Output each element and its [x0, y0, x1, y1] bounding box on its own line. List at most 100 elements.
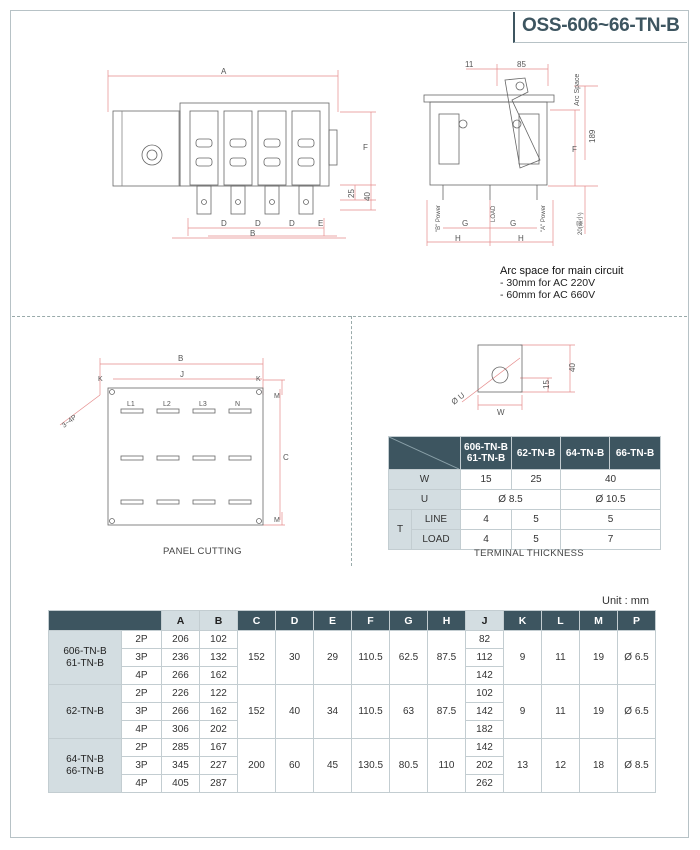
- panel-slot: [228, 455, 252, 461]
- pole-cell: 3P: [121, 648, 162, 667]
- panel-hole-label: 3~4P: [61, 414, 79, 430]
- tt-row-u-label: U: [388, 489, 461, 510]
- cell-B: 227: [199, 756, 238, 775]
- header-L: L: [541, 610, 580, 631]
- cell-F: 110.5: [351, 630, 390, 685]
- cell-B: 122: [199, 684, 238, 703]
- pole-cell: 2P: [121, 630, 162, 649]
- cell-A: 266: [161, 702, 200, 721]
- pole-cell: 3P: [121, 756, 162, 775]
- panel-slot: [120, 455, 144, 461]
- dim-D2-label: D: [255, 219, 261, 228]
- dim-D1-label: D: [221, 219, 227, 228]
- panel-dim-K1-label: K: [98, 376, 103, 383]
- tt-line-label: LINE: [411, 509, 461, 530]
- header-J: J: [465, 610, 504, 631]
- section-divider-vertical: [351, 316, 352, 566]
- cell-J: 142: [465, 666, 504, 685]
- pole-cell: 4P: [121, 666, 162, 685]
- panel-slot: [192, 455, 216, 461]
- dim-F-label: F: [363, 143, 368, 152]
- header-G: G: [389, 610, 428, 631]
- cell-C: 200: [237, 738, 276, 793]
- tt-w-2: 25: [511, 469, 561, 490]
- cell-F: 130.5: [351, 738, 390, 793]
- pole-cell: 2P: [121, 738, 162, 757]
- tt-header-66: 66-TN-B: [609, 436, 661, 470]
- dimensions-header-row: A B C D E F G H J K L M P: [48, 610, 656, 631]
- header-D: D: [275, 610, 314, 631]
- cell-J: 182: [465, 720, 504, 739]
- dim-B-label: B: [250, 229, 255, 238]
- model-name-line1: 64-TN-B: [66, 753, 104, 765]
- section-divider-horizontal: [12, 316, 687, 317]
- pole-cell: 3P: [121, 702, 162, 721]
- term-dim-W-label: W: [497, 408, 505, 417]
- panel-slot: [156, 499, 180, 505]
- cell-L: 11: [541, 630, 580, 685]
- cell-K: 9: [503, 630, 542, 685]
- panel-column-label: L2: [163, 401, 171, 408]
- dim-189-label: 189: [588, 129, 597, 143]
- tt-header-606-line1: 606-TN-B: [464, 442, 508, 453]
- cell-M: 18: [579, 738, 618, 793]
- tt-line-1: 4: [460, 509, 512, 530]
- cell-M: 19: [579, 630, 618, 685]
- terminal-thickness-caption: TERMINAL THICKNESS: [474, 548, 584, 559]
- header-F: F: [351, 610, 390, 631]
- cell-H: 87.5: [427, 630, 466, 685]
- cell-B: 287: [199, 774, 238, 793]
- cell-P: Ø 6.5: [617, 630, 656, 685]
- cell-J: 142: [465, 738, 504, 757]
- cell-B: 167: [199, 738, 238, 757]
- arc-space-label: Arc Space: [574, 74, 581, 106]
- header-H: H: [427, 610, 466, 631]
- tt-w-3: 40: [560, 469, 661, 490]
- cell-E: 45: [313, 738, 352, 793]
- cell-J: 142: [465, 702, 504, 721]
- cell-G: 63: [389, 684, 428, 739]
- cell-J: 262: [465, 774, 504, 793]
- cell-H: 110: [427, 738, 466, 793]
- panel-slot: [228, 408, 252, 414]
- tt-header-606: 606-TN-B 61-TN-B: [460, 436, 512, 470]
- cell-J: 112: [465, 648, 504, 667]
- cell-P: Ø 8.5: [617, 738, 656, 793]
- cell-B: 162: [199, 702, 238, 721]
- dim-E-label: E: [318, 219, 323, 228]
- page-title: OSS-606~66-TN-B: [522, 15, 680, 36]
- cell-E: 34: [313, 684, 352, 739]
- cell-L: 11: [541, 684, 580, 739]
- panel-slot: [120, 408, 144, 414]
- dim-H1-label: H: [455, 234, 461, 243]
- panel-column-label: L1: [127, 401, 135, 408]
- dim-A-label: A: [221, 67, 227, 76]
- technical-drawings: A B D D D E F 25 40 11 85 Arc Space 189 …: [59, 60, 598, 526]
- panel-slots: [120, 408, 252, 505]
- cell-B: 132: [199, 648, 238, 667]
- cell-J: 202: [465, 756, 504, 775]
- tt-u-1: Ø 8.5: [460, 489, 561, 510]
- dim-40-label: 40: [363, 192, 372, 201]
- cell-G: 80.5: [389, 738, 428, 793]
- pole-cell: 4P: [121, 774, 162, 793]
- panel-column-label: L3: [199, 401, 207, 408]
- dim-11-label: 11: [465, 60, 474, 69]
- model-name-cell: 62-TN-B: [48, 684, 122, 739]
- table-corner: [388, 436, 461, 470]
- tt-load-3: 7: [560, 529, 661, 550]
- cell-A: 206: [161, 630, 200, 649]
- unit-label: Unit : mm: [602, 595, 650, 607]
- model-name-line2: 61-TN-B: [66, 657, 104, 669]
- panel-dim-C-label: C: [283, 453, 289, 462]
- dim-D3-label: D: [289, 219, 295, 228]
- cell-B: 102: [199, 630, 238, 649]
